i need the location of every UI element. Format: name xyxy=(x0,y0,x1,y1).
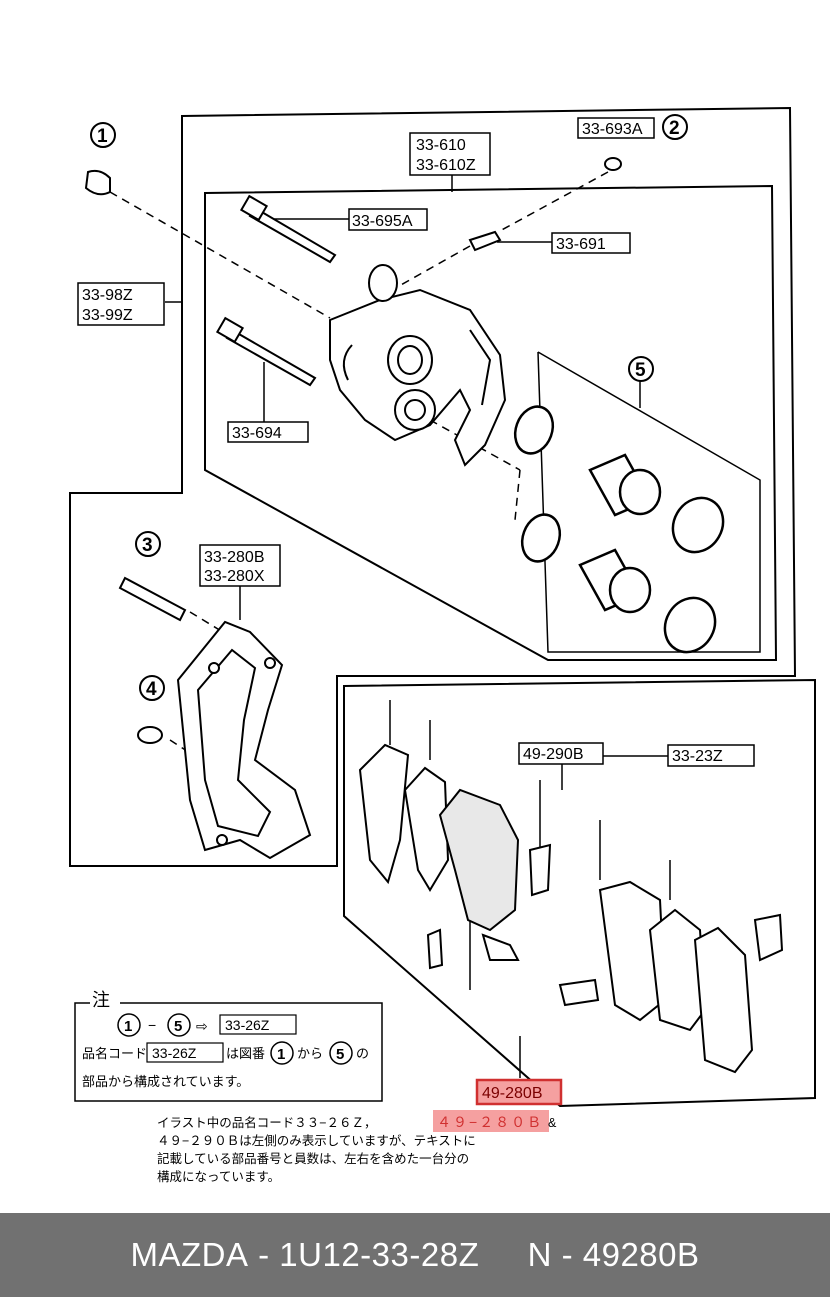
label-bracket: 33-280B xyxy=(204,549,265,566)
callouts: 1 2 3 4 5 xyxy=(90,114,688,701)
note-line2-prefix: 品名コード xyxy=(82,1046,147,1061)
footnote-line1-highlight: ４９−２８０Ｂ xyxy=(437,1114,543,1130)
label-bracket-alt: 33-280X xyxy=(204,568,265,585)
footnote-line3: 記載している部品番号と員数は、左右を含めた一台分の xyxy=(157,1151,469,1166)
footer-sep: - xyxy=(248,1236,280,1273)
bolts-drawing xyxy=(84,157,622,744)
footer-brand: MAZDA xyxy=(130,1236,249,1273)
note-title: 注 xyxy=(92,990,110,1010)
footer-code-prefix: N - xyxy=(527,1236,583,1273)
footnote-line1-prefix: イラスト中の品名コード３３−２６Ｚ， xyxy=(157,1115,377,1130)
footnote-line1-suffix: & xyxy=(548,1116,557,1130)
label-box-shim-kit xyxy=(518,742,604,765)
label-box-guide-bolt-a xyxy=(348,208,428,231)
note-line3: 部品から構成されています。 xyxy=(82,1074,249,1089)
footnote: イラスト中の品名コード３３−２６Ｚ， ４９−２８０Ｂ & ４９−２９０Ｂは左側の… xyxy=(157,1110,557,1184)
label-caliper-assy-alt: 33-99Z xyxy=(82,307,133,324)
label-caliper-alt: 33-610Z xyxy=(416,157,476,174)
label-pad-set: 49-280B xyxy=(482,1085,543,1102)
label-caliper-assy: 33-98Z xyxy=(82,287,133,304)
note-line2-kara: から xyxy=(297,1046,323,1061)
callout-2: 2 xyxy=(669,118,680,139)
note-line2-mid: は図番 xyxy=(226,1046,265,1061)
callout-3: 3 xyxy=(142,535,153,556)
piston-seal-kit-drawing xyxy=(513,405,725,654)
note-line2-from: 1 xyxy=(277,1046,285,1063)
note-box-code-1: 33-26Z xyxy=(225,1017,270,1033)
label-box-pad-set xyxy=(475,1078,563,1106)
caliper-body-drawing xyxy=(329,264,507,467)
label-bleeder-screw: 33-691 xyxy=(556,236,606,253)
label-guide-bolt: 33-694 xyxy=(232,425,282,442)
footnote-line2: ４９−２９０Ｂは左側のみ表示していますが、テキストに xyxy=(157,1133,476,1148)
label-guide-bolt-a: 33-695A xyxy=(352,213,413,230)
note-line2-to: 5 xyxy=(336,1046,344,1063)
label-box-bracket xyxy=(199,544,281,587)
label-pad-kit: 33-23Z xyxy=(672,748,723,765)
note-box: 注 1 − 5 ⇨ 33-26Z 品名コード 33-26Z は図番 1 から 5… xyxy=(74,990,383,1102)
note-arrow: ⇨ xyxy=(196,1018,208,1034)
callout-5: 5 xyxy=(635,360,646,381)
assembly-frame xyxy=(69,106,797,867)
footnote-line4: 構成になっています。 xyxy=(157,1170,280,1184)
label-caliper: 33-610 xyxy=(416,137,466,154)
label-box-guide-bolt xyxy=(227,421,309,443)
footer-code: 49280B xyxy=(582,1236,700,1273)
callout-4: 4 xyxy=(146,679,157,700)
brake-pads-drawing xyxy=(358,743,784,1074)
label-box-caliper xyxy=(409,132,491,176)
label-box-caliper-assy xyxy=(77,282,165,326)
label-box-bleeder-screw xyxy=(551,232,631,254)
label-bleeder-cap: 33-693A xyxy=(582,121,643,138)
footer-gap xyxy=(479,1236,527,1274)
note-range-from: 1 xyxy=(124,1018,132,1035)
footer-part-number: 1U12-33-28Z xyxy=(279,1236,480,1273)
label-shim-kit: 49-290B xyxy=(523,746,584,763)
note-line2-no: の xyxy=(356,1046,369,1061)
note-box-code-2: 33-26Z xyxy=(152,1045,197,1061)
note-range-to: 5 xyxy=(174,1018,182,1035)
label-box-bleeder-cap xyxy=(577,117,655,139)
caliper-inset-frame xyxy=(204,184,778,661)
label-box-pad-kit xyxy=(667,744,755,767)
pad-kit-frame xyxy=(343,678,816,1108)
leader-lines xyxy=(165,175,671,1078)
mounting-bracket-drawing xyxy=(176,620,312,860)
footer-bar: MAZDA - 1U12-33-28Z N - 49280B xyxy=(0,1213,830,1297)
note-range-sep: − xyxy=(148,1017,156,1033)
callout-1: 1 xyxy=(97,126,108,147)
